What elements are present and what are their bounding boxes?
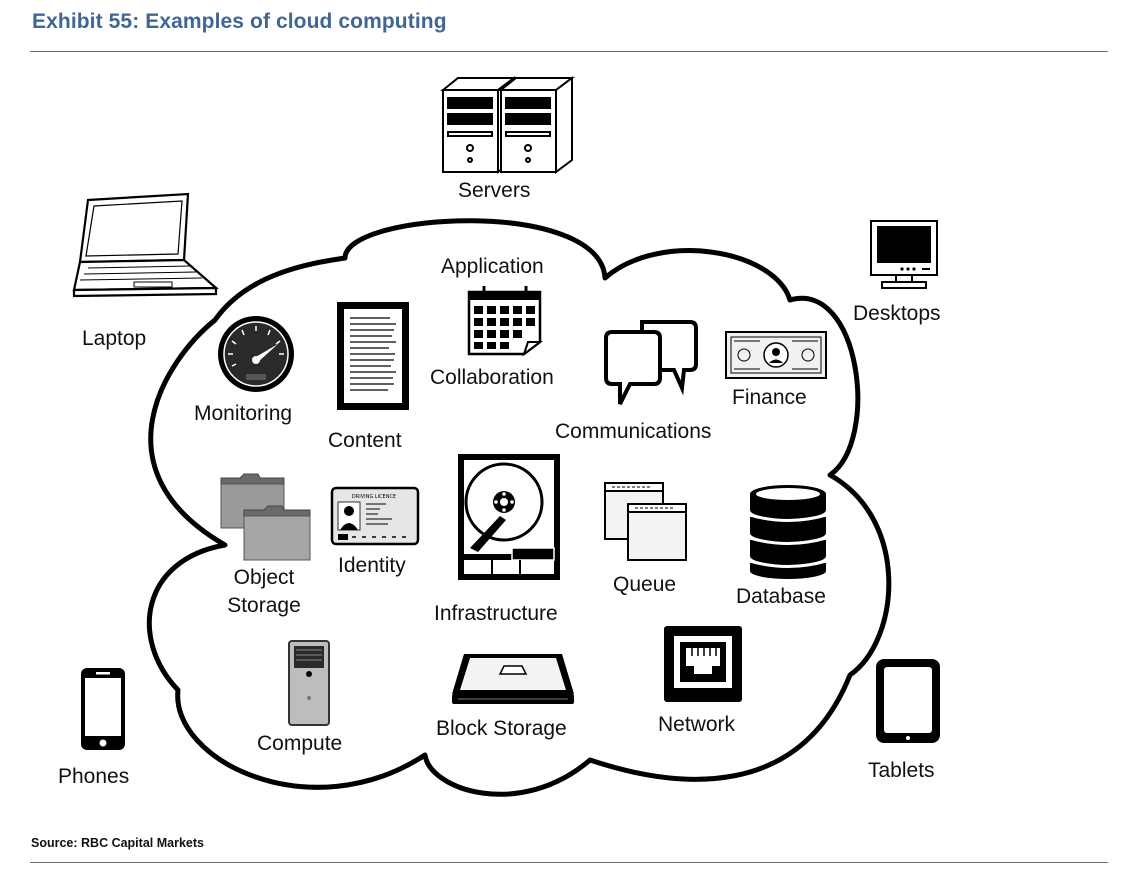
id-card-icon: DRIVING LICENCE [330,486,420,546]
exhibit-title: Exhibit 55: Examples of cloud computing [32,10,447,33]
label-servers: Servers [458,179,531,202]
label-monitoring: Monitoring [194,402,293,425]
phone-icon [81,668,125,750]
document-icon [337,302,409,410]
label-tablets: Tablets [868,759,935,782]
top-rule [30,51,1108,52]
bottom-rule [30,862,1108,863]
label-infrastructure: Infrastructure [434,602,558,625]
label-laptop: Laptop [82,327,147,350]
label-collaboration: Collaboration [430,366,554,389]
label-finance: Finance [732,386,807,409]
external-drive-icon [452,654,574,704]
label-identity: Identity [338,554,406,577]
label-communications: Communications [555,420,712,443]
hard-drive-icon [458,454,560,580]
banknote-icon [725,331,827,379]
label-phones: Phones [58,765,130,788]
label-application: Application [441,255,544,278]
chat-bubbles-icon [604,320,698,405]
calendar-icon [467,286,543,356]
label-block-storage: Block Storage [436,717,567,740]
speedometer-icon [218,316,294,392]
server-icon [440,76,575,174]
database-icon [749,485,827,579]
desktop-icon [870,220,938,289]
label-queue: Queue [613,573,677,596]
tablet-icon [876,659,940,743]
label-desktops: Desktops [853,302,941,325]
source-note: Source: RBC Capital Markets [31,836,204,850]
laptop-icon [72,192,219,298]
folder-icon [220,473,311,561]
label-content: Content [328,429,402,452]
label-network: Network [658,713,736,736]
window-stack-icon [604,482,687,561]
tower-pc-icon [288,640,330,726]
label-object-storage: Object Storage [227,566,301,617]
label-database: Database [736,585,826,608]
label-compute: Compute [257,732,343,755]
id-card-heading: DRIVING LICENCE [352,494,396,500]
ethernet-port-icon [664,626,742,702]
